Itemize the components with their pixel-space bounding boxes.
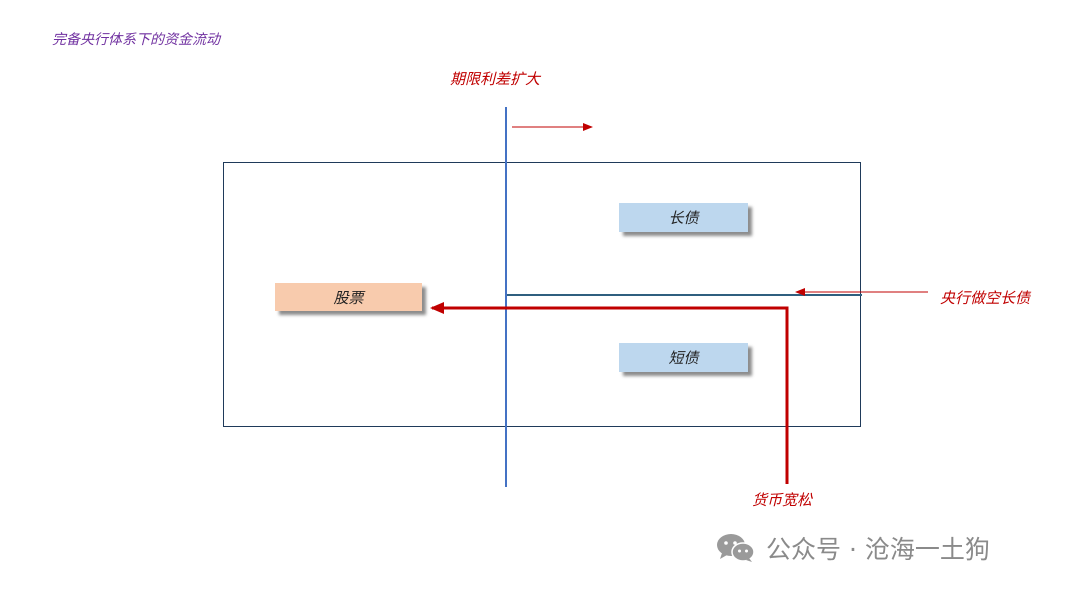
vertical-divider [505, 107, 507, 487]
horizontal-divider [507, 294, 862, 296]
stock-box: 股票 [275, 283, 422, 311]
monetary-easing-label: 货币宽松 [752, 491, 813, 509]
easing-flow-arrow [430, 302, 789, 484]
watermark: 公众号 · 沧海一土狗 [716, 530, 990, 566]
short-bond-label: 短债 [668, 349, 699, 367]
long-bond-label: 长债 [668, 209, 699, 227]
long-bond-box: 长债 [619, 203, 748, 232]
short-bond-box: 短债 [619, 343, 748, 372]
page-title: 完备央行体系下的资金流动 [52, 32, 220, 48]
watermark-text: 公众号 · 沧海一土狗 [766, 535, 990, 564]
cb-short-long-label: 央行做空长债 [940, 289, 1031, 307]
wechat-icon [717, 534, 755, 562]
stock-label: 股票 [333, 288, 364, 307]
term-spread-label: 期限利差扩大 [450, 70, 541, 88]
